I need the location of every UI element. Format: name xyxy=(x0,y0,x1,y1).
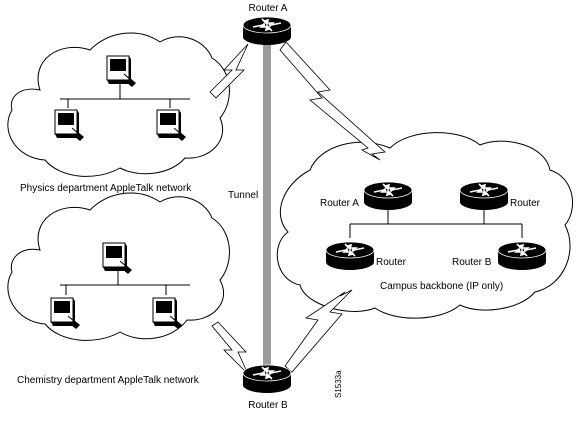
chemistry-lan xyxy=(60,271,190,295)
physics-network-label: Physics department AppleTalk network xyxy=(20,183,192,194)
wan-link-router-b-to-backbone xyxy=(284,289,353,373)
campus-router-bottom-left-label: Router xyxy=(376,257,407,268)
campus-backbone-label: Campus backbone (IP only) xyxy=(380,281,503,292)
physics-network-cloud xyxy=(7,32,230,177)
tunnel-bar xyxy=(263,38,271,370)
wan-link-router-a-to-backbone xyxy=(279,41,386,161)
tunnel-label: Tunnel xyxy=(228,190,258,201)
router-b-label: Router B xyxy=(248,400,288,411)
campus-router-a-icon xyxy=(363,181,413,211)
router-b-icon xyxy=(242,364,292,394)
physics-lan xyxy=(60,84,190,108)
router-a-label: Router A xyxy=(249,3,288,14)
campus-lan xyxy=(349,208,523,238)
campus-router-b-icon xyxy=(497,241,547,271)
campus-router-a-label: Router A xyxy=(320,198,359,209)
chemistry-network-label: Chemistry department AppleTalk network xyxy=(17,375,200,386)
campus-router-top-right-icon xyxy=(459,181,509,211)
campus-backbone-cloud xyxy=(276,132,573,319)
campus-router-bottom-left-icon xyxy=(325,241,375,271)
router-a-icon xyxy=(242,16,292,46)
wan-link-physics-to-router-a xyxy=(209,43,249,99)
wan-link-chemistry-to-router-b xyxy=(211,321,249,375)
campus-router-top-right-label: Router xyxy=(510,198,541,209)
figure-id-label: S1533a xyxy=(334,370,343,398)
campus-router-b-label: Router B xyxy=(452,257,492,268)
